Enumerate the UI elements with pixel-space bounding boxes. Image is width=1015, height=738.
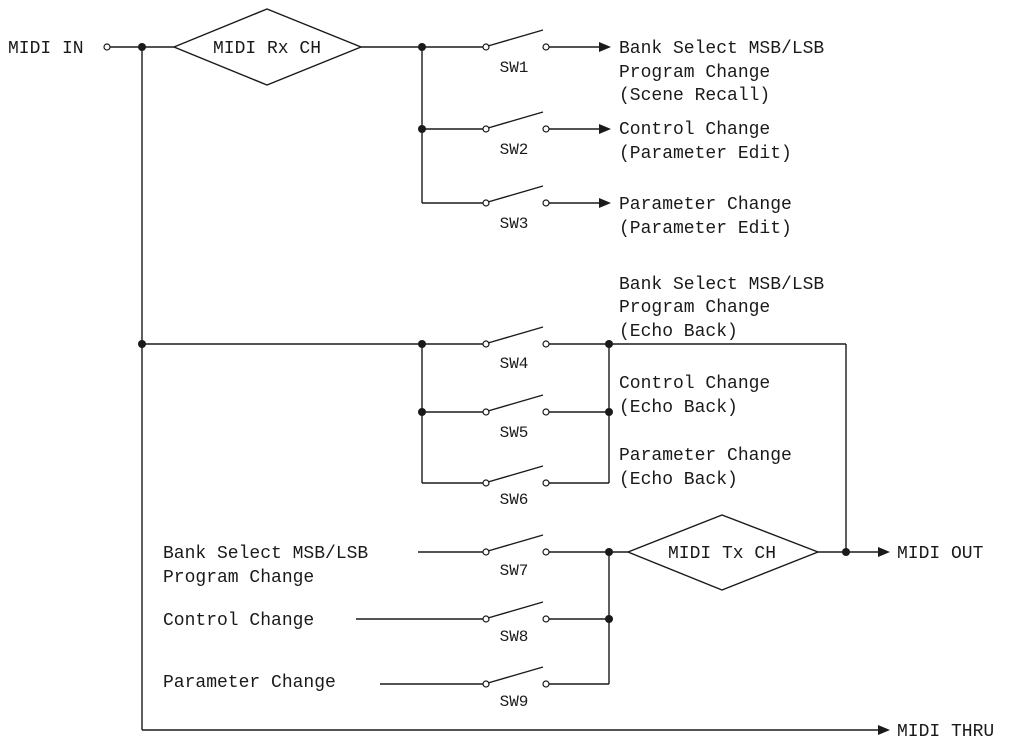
sw7-source-line2: Program Change	[163, 568, 314, 588]
switch-sw3: SW3	[482, 185, 550, 233]
switch-sw4: SW4	[482, 326, 550, 373]
midi-rx-ch-label: MIDI Rx CH	[213, 39, 321, 59]
midi-out-label: MIDI OUT	[897, 544, 984, 564]
sw8-source: Control Change	[163, 611, 314, 631]
sw1-desc-line3: (Scene Recall)	[619, 86, 770, 106]
switch-sw7: SW7	[482, 534, 550, 580]
sw8-label: SW8	[500, 628, 529, 646]
switch-sw1: SW1	[482, 29, 550, 77]
sw7-label: SW7	[500, 562, 529, 580]
sw2-label: SW2	[500, 141, 529, 159]
sw4-desc-line3: (Echo Back)	[619, 322, 738, 342]
switch-sw5: SW5	[482, 394, 550, 442]
sw9-source: Parameter Change	[163, 673, 336, 693]
sw7-source-line1: Bank Select MSB/LSB	[163, 544, 368, 564]
sw1-desc-line1: Bank Select MSB/LSB	[619, 39, 824, 59]
midi-out-arrow	[878, 547, 890, 557]
sw1-arrow	[599, 42, 611, 52]
switch-sw6: SW6	[482, 465, 550, 509]
sw6-desc-line1: Parameter Change	[619, 446, 792, 466]
sw3-label: SW3	[500, 215, 529, 233]
sw1-desc-line2: Program Change	[619, 63, 770, 83]
sw1-label: SW1	[500, 59, 529, 77]
sw9-label: SW9	[500, 693, 529, 711]
midi-out-junction	[842, 548, 850, 556]
sw2-desc-line2: (Parameter Edit)	[619, 144, 792, 164]
sw6-desc-line2: (Echo Back)	[619, 470, 738, 490]
sw4-label: SW4	[500, 355, 529, 373]
sw4-desc-line2: Program Change	[619, 298, 770, 318]
midi-in-label: MIDI IN	[8, 39, 84, 59]
midi-in-terminal	[103, 43, 111, 51]
sw4-desc-line1: Bank Select MSB/LSB	[619, 275, 824, 295]
midi-thru-arrow	[878, 725, 890, 735]
sw5-desc-line1: Control Change	[619, 374, 770, 394]
midi-tx-ch-label: MIDI Tx CH	[668, 544, 776, 564]
sw3-arrow	[599, 198, 611, 208]
sw2-arrow	[599, 124, 611, 134]
sw6-label: SW6	[500, 491, 529, 509]
switch-sw9: SW9	[482, 666, 550, 711]
sw3-desc-line1: Parameter Change	[619, 195, 792, 215]
sw5-label: SW5	[500, 424, 529, 442]
switch-sw2: SW2	[482, 111, 550, 159]
midi-thru-label: MIDI THRU	[897, 722, 994, 738]
switch-sw8: SW8	[482, 601, 550, 646]
sw3-desc-line2: (Parameter Edit)	[619, 219, 792, 239]
sw5-desc-line2: (Echo Back)	[619, 398, 738, 418]
sw2-desc-line1: Control Change	[619, 120, 770, 140]
